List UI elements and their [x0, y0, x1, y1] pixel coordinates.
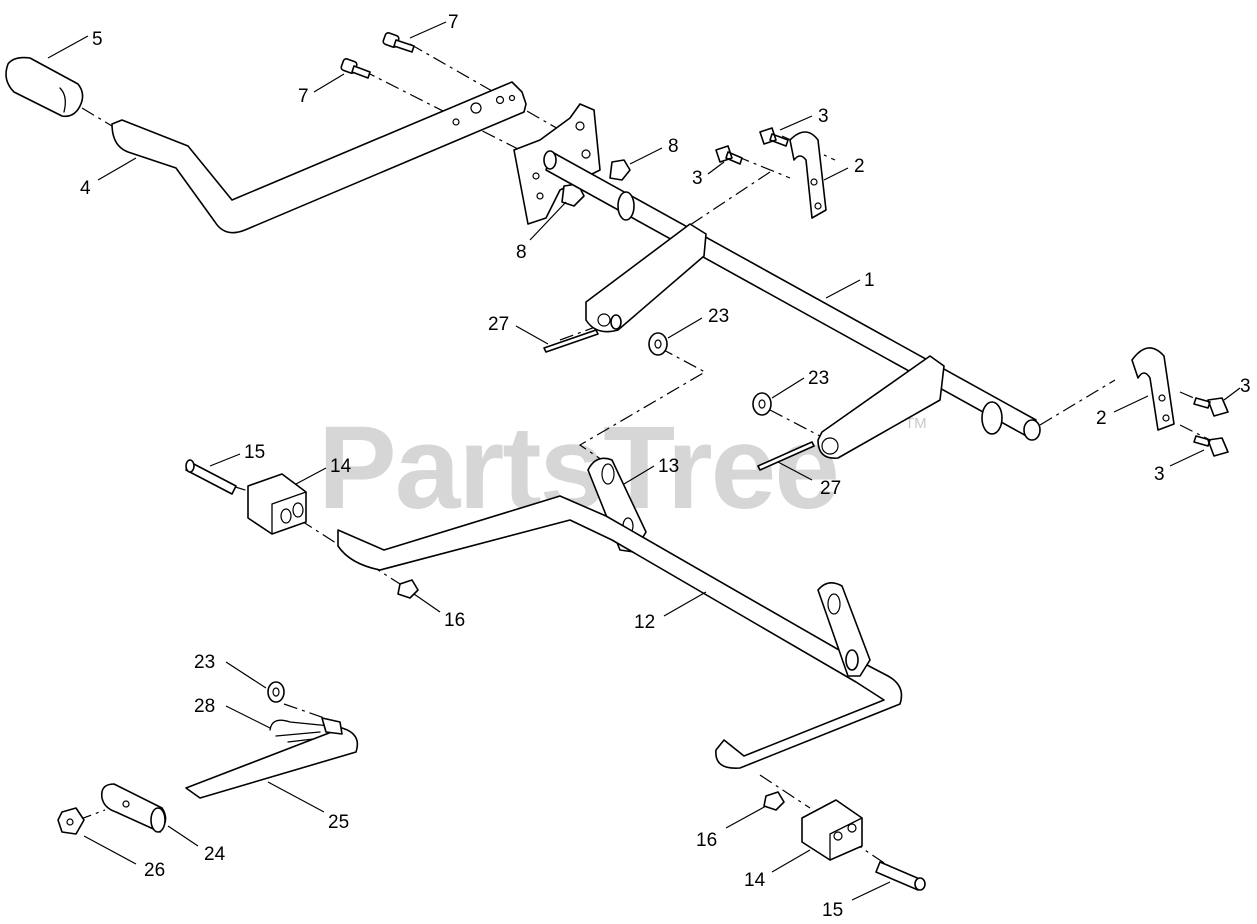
part-24-sleeve — [100, 783, 167, 833]
callout-label: 4 — [80, 178, 91, 199]
callout-part-3-a: 3 — [779, 106, 829, 131]
part-7-bolt-upper — [382, 32, 415, 53]
callout-part-13: 13 — [623, 456, 679, 485]
callout-label: 28 — [194, 696, 215, 717]
part-14-block-upper — [247, 473, 307, 535]
callout-label: 3 — [692, 168, 703, 189]
callout-label: 3 — [1154, 464, 1165, 485]
callout-label: 3 — [818, 106, 829, 127]
callout-label: 27 — [488, 314, 509, 335]
part-3-bolt-a — [759, 127, 789, 147]
callout-part-12: 12 — [634, 591, 707, 633]
callout-label: 2 — [854, 156, 865, 177]
callout-label: 5 — [92, 29, 103, 50]
part-12-lower-rod — [337, 495, 903, 769]
callout-part-3-c: 3 — [1223, 376, 1251, 401]
callout-part-2-upper: 2 — [823, 156, 865, 181]
callout-part-23-middle: 23 — [771, 368, 829, 399]
callout-part-23-upper: 23 — [667, 306, 729, 339]
callout-part-14-upper: 14 — [295, 456, 352, 485]
part-15-pin-lower — [875, 861, 926, 891]
callout-part-23-lower: 23 — [194, 652, 267, 689]
callout-part-26: 26 — [83, 835, 165, 881]
part-23-washer-upper — [648, 332, 668, 356]
part-1-main-shaft — [543, 150, 1041, 459]
callout-part-16-lower: 16 — [696, 805, 767, 851]
callout-label: 14 — [744, 870, 766, 891]
part-15-pin-upper — [185, 459, 237, 495]
callout-part-8-lower: 8 — [516, 201, 567, 263]
callout-part-7-upper: 7 — [409, 12, 459, 39]
part-3-bolt-b — [715, 145, 743, 165]
callout-label: 7 — [298, 86, 309, 107]
part-7-bolt-lower — [340, 58, 371, 79]
part-2-bracket-upper — [789, 131, 827, 219]
callout-part-15-upper: 15 — [209, 442, 265, 467]
callout-label: 23 — [808, 368, 829, 389]
callout-part-15-lower: 15 — [822, 881, 891, 921]
callout-label: 7 — [448, 12, 459, 33]
part-3-bolt-d — [1193, 435, 1229, 457]
callout-label: 23 — [708, 306, 729, 327]
part-14-block-lower — [801, 799, 863, 861]
callout-part-27-lower: 27 — [777, 461, 841, 499]
callout-part-14-lower: 14 — [744, 849, 811, 891]
part-26-nut — [57, 807, 85, 835]
callout-label: 27 — [820, 478, 841, 499]
callout-part-2-lower: 2 — [1096, 395, 1149, 429]
callout-label: 25 — [328, 812, 349, 833]
callout-label: 23 — [194, 652, 215, 673]
callout-label: 16 — [444, 610, 465, 631]
callout-part-5: 5 — [47, 29, 103, 59]
callout-label: 15 — [822, 900, 843, 921]
callout-label: 13 — [658, 456, 679, 477]
callout-part-3-b: 3 — [692, 161, 725, 189]
callout-label: 24 — [204, 844, 226, 865]
callout-part-7-lower: 7 — [298, 73, 345, 107]
callout-part-8-upper: 8 — [629, 136, 679, 165]
callout-part-28: 28 — [194, 696, 271, 729]
callout-part-16-upper: 16 — [413, 593, 465, 631]
part-5-handle-grip — [5, 56, 84, 118]
callout-label: 8 — [516, 242, 527, 263]
part-16-nut-lower — [763, 791, 785, 811]
callout-label: 8 — [668, 136, 679, 157]
part-25-rod — [185, 717, 359, 799]
callout-label: 12 — [634, 612, 655, 633]
part-27-pin-upper — [543, 329, 599, 353]
part-8-nut-upper — [609, 159, 631, 181]
callout-layer: 5 7 7 4 8 8 3 3 2 1 27 23 23 3 2 3 27 15… — [47, 12, 1251, 921]
part-3-bolt-c — [1193, 397, 1229, 417]
callout-part-3-d: 3 — [1154, 449, 1205, 485]
callout-label: 26 — [144, 860, 165, 881]
callout-label: 14 — [330, 456, 352, 477]
callout-label: 3 — [1240, 376, 1251, 397]
callout-part-4: 4 — [80, 157, 137, 199]
watermark-trademark: TM — [905, 415, 927, 432]
part-4-lever-arm — [111, 81, 527, 234]
callout-part-24: 24 — [167, 825, 226, 865]
part-23-washer-lower — [267, 681, 285, 703]
part-23-washer-middle — [752, 392, 772, 416]
callout-part-27-upper: 27 — [488, 314, 549, 345]
callout-label: 15 — [244, 442, 265, 463]
callout-part-1: 1 — [825, 270, 875, 299]
part-27-pin-lower — [757, 441, 815, 471]
part-2-bracket-lower — [1131, 347, 1175, 431]
callout-part-25: 25 — [267, 781, 349, 833]
callout-label: 1 — [864, 270, 875, 291]
callout-label: 2 — [1096, 408, 1107, 429]
callout-label: 16 — [696, 830, 717, 851]
